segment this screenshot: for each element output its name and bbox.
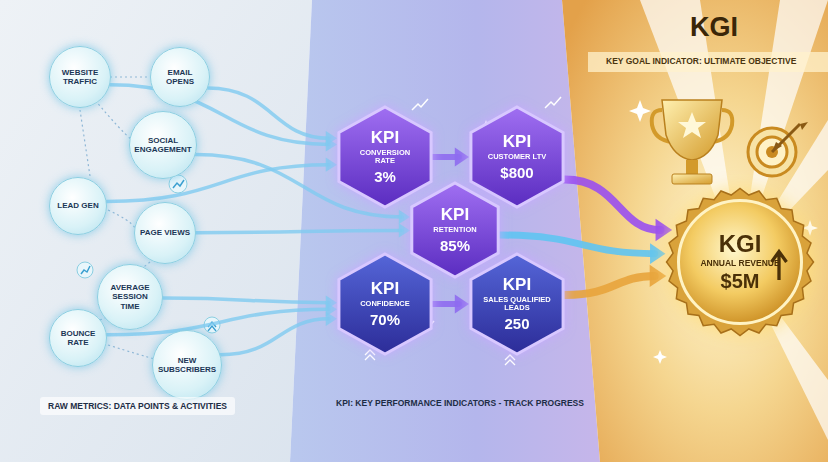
- kpi-name: RETENTION: [433, 226, 476, 235]
- metric-circle: SOCIAL ENGAGEMENT: [129, 111, 197, 179]
- metric-circle: NEW SUBSCRIBERS: [152, 330, 222, 400]
- trophy-icon: [652, 100, 733, 184]
- arrow-head: [326, 131, 337, 145]
- kpi-hexagon: KPI CUSTOMER LTV $800: [469, 106, 565, 208]
- kgi-tag: KGI: [719, 231, 762, 256]
- kpi-value: 250: [504, 315, 529, 332]
- arrow-head: [399, 223, 410, 237]
- kpi-hexagon: KPI SALES QUALIFIED LEADS 250: [469, 253, 565, 355]
- panel-caption: RAW METRICS: DATA POINTS & ACTIVITIES: [40, 397, 235, 415]
- metric-circle: PAGE VIEWS: [134, 202, 196, 264]
- kpi-tag: KPI: [441, 206, 469, 224]
- hexagon-shape: [412, 183, 498, 277]
- flow-connector: [163, 296, 337, 310]
- metric-label: BOUNCE RATE: [54, 329, 102, 347]
- kpi-tag: KPI: [503, 133, 531, 151]
- metric-circle: EMAIL OPENS: [150, 47, 210, 107]
- arrow-head: [326, 158, 337, 172]
- metric-label: EMAIL OPENS: [155, 68, 205, 86]
- arrow-head: [399, 210, 410, 224]
- metric-circle: WEBSITE TRAFFIC: [49, 46, 111, 108]
- kpi-value: 3%: [374, 168, 396, 185]
- metric-label: AVERAGE SESSION TIME: [102, 283, 158, 311]
- arrow-head: [326, 312, 337, 326]
- subtitle-band: [588, 52, 828, 72]
- metric-label: LEAD GEN: [57, 201, 98, 210]
- hexagon-shape: [339, 107, 431, 207]
- kpi-hexagon: KPI CONVERSION RATE 3%: [337, 106, 433, 208]
- panel-caption: KPI: KEY PERFORMANCE INDICATORS - TRACK …: [336, 398, 584, 408]
- flow-line: [208, 88, 329, 138]
- hexagon-shape: [471, 254, 563, 354]
- target-icon: [748, 122, 808, 176]
- kpi-name: CONFIDENCE: [360, 300, 410, 309]
- metric-circle: LEAD GEN: [49, 177, 107, 235]
- hexagon-shape: [339, 254, 431, 354]
- kpi-value: 70%: [370, 311, 400, 328]
- medal-face: [679, 201, 802, 324]
- kpi-tag: KPI: [371, 280, 399, 298]
- flow-connector: [433, 148, 469, 167]
- kgi-value: $5M: [721, 270, 760, 293]
- flow-connector: [220, 312, 337, 355]
- flow-line: [500, 235, 655, 254]
- panel-subtitle: KEY GOAL INDICATOR: ULTIMATE OBJECTIVE: [606, 56, 796, 66]
- arrow-head: [656, 219, 673, 241]
- panel-title: KGI: [690, 12, 738, 43]
- kpi-value: 85%: [440, 237, 470, 254]
- arrow-head: [650, 243, 665, 264]
- kpi-name: CONVERSION RATE: [349, 149, 421, 166]
- metric-circle: AVERAGE SESSION TIME: [97, 264, 163, 330]
- flow-connector: [196, 223, 410, 237]
- kpi-hexagon: KPI RETENTION 85%: [410, 182, 500, 278]
- metric-label: NEW SUBSCRIBERS: [157, 356, 217, 374]
- arrow-head: [650, 265, 667, 287]
- kgi-medal: KGI ANNUAL REVENUE$5M: [665, 187, 815, 337]
- metric-circle: BOUNCE RATE: [49, 309, 107, 367]
- kpi-tag: KPI: [503, 276, 531, 294]
- metric-label: PAGE VIEWS: [140, 228, 190, 237]
- kpi-name: CUSTOMER LTV: [488, 153, 546, 162]
- flow-connector: [565, 265, 666, 295]
- flow-connector: [565, 180, 672, 242]
- kgi-name: ANNUAL REVENUE: [700, 259, 779, 269]
- hexagon-shape: [471, 107, 563, 207]
- kpi-name: SALES QUALIFIED LEADS: [481, 296, 553, 313]
- arrow-head: [455, 148, 469, 167]
- flow-line: [565, 180, 661, 230]
- medal-scallop: [667, 189, 814, 336]
- flow-line: [565, 276, 655, 295]
- kpi-hexagon: KPI CONFIDENCE 70%: [337, 253, 433, 355]
- arrow-head: [455, 295, 469, 314]
- metric-label: SOCIAL ENGAGEMENT: [134, 136, 192, 154]
- kpi-tag: KPI: [371, 129, 399, 147]
- flow-line: [196, 230, 402, 232]
- flow-line: [163, 298, 329, 303]
- metric-label: WEBSITE TRAFFIC: [54, 68, 106, 86]
- kgi-panel: [562, 0, 828, 462]
- flow-connector: [208, 88, 337, 146]
- flow-line: [220, 319, 329, 355]
- flow-connector: [433, 295, 469, 314]
- kpi-value: $800: [500, 164, 533, 181]
